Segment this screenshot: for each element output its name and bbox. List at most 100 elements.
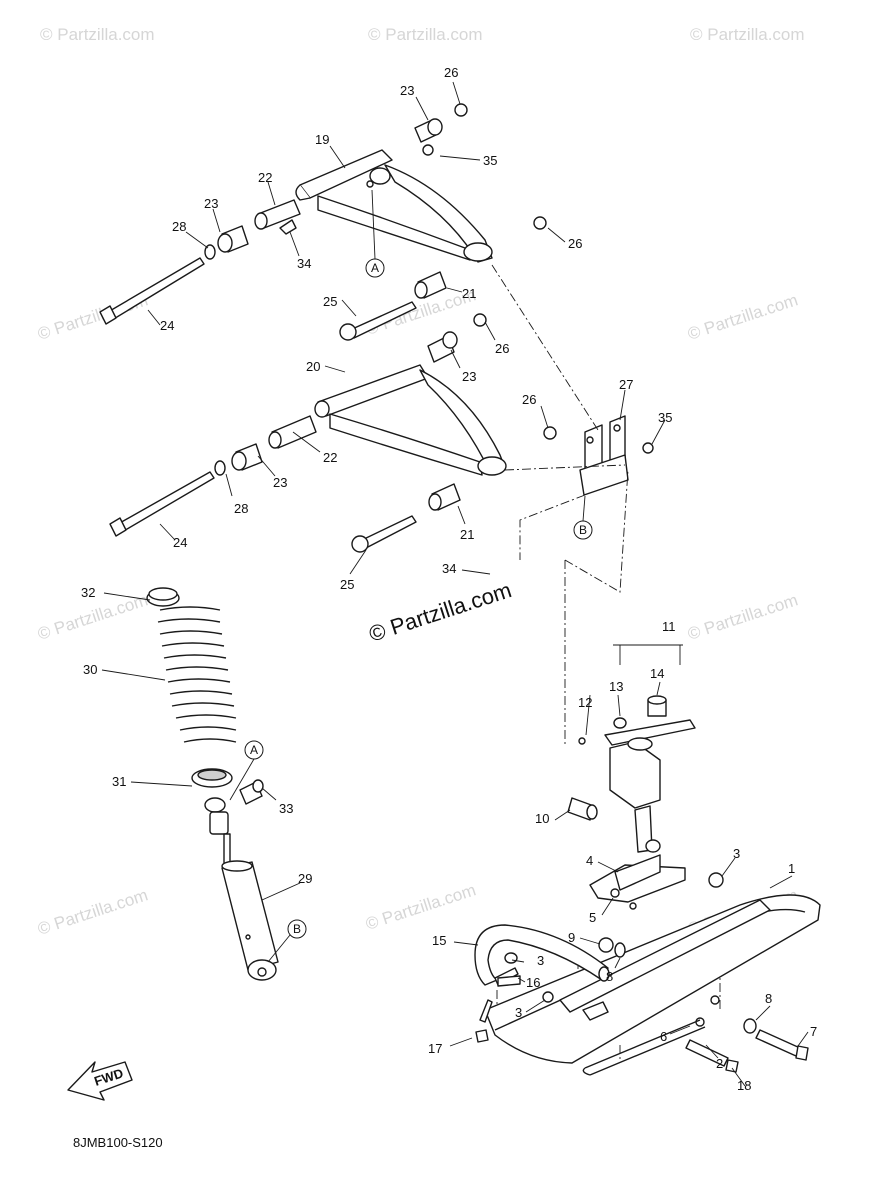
ref-marker-b-lower: B: [287, 919, 307, 939]
ski-1[interactable]: [484, 894, 821, 1064]
nut-35-upper: [422, 144, 434, 156]
ski-mount-4[interactable]: [589, 854, 724, 910]
callout-9: 9: [568, 930, 575, 945]
callout-12: 12: [578, 695, 592, 710]
callout-8: 8: [606, 969, 613, 984]
callout-26: 26: [568, 236, 582, 251]
watermark: © Partzilla.com: [363, 880, 478, 933]
callout-19: 19: [315, 132, 329, 147]
center-watermark: © Partzilla.com: [366, 577, 515, 647]
callout-28: 28: [172, 219, 186, 234]
bolt-5: [610, 888, 620, 898]
bushing-10: [567, 797, 598, 821]
callout-35: 35: [483, 153, 497, 168]
callout-18: 18: [737, 1078, 751, 1093]
svg-text:A: A: [250, 743, 258, 757]
callout-7: 7: [810, 1024, 817, 1039]
callout-24: 24: [173, 535, 187, 550]
callout-24: 24: [160, 318, 174, 333]
watermark: © Partzilla.com: [35, 885, 150, 938]
bolt-7: [755, 1029, 801, 1057]
callout-26: 26: [444, 65, 458, 80]
callout-15: 15: [432, 933, 446, 948]
watermark: © Partzilla.com: [368, 25, 483, 44]
washer-9: [598, 937, 614, 953]
callout-32: 32: [81, 585, 95, 600]
callout-23: 23: [273, 475, 287, 490]
washer-28-upper: [204, 244, 216, 260]
bolt-25-lower: [361, 515, 417, 549]
callout-33: 33: [279, 801, 293, 816]
upper-a-arm[interactable]: [295, 149, 493, 263]
collar-33: [239, 779, 264, 805]
callout-6: 6: [660, 1029, 667, 1044]
callout-23: 23: [400, 83, 414, 98]
svg-text:A: A: [371, 261, 379, 275]
callout-29: 29: [298, 871, 312, 886]
callout-22: 22: [258, 170, 272, 185]
nut-3-top: [708, 872, 724, 888]
washer-8-lower: [743, 1018, 757, 1034]
callout-23: 23: [462, 369, 476, 384]
nut-26-lower-right: [543, 426, 557, 440]
callout-10: 10: [535, 811, 549, 826]
bolt-6: [695, 1017, 705, 1027]
callout-3: 3: [733, 846, 740, 861]
spring-30[interactable]: [157, 606, 237, 743]
svg-text:B: B: [293, 922, 301, 936]
callout-8: 8: [765, 991, 772, 1006]
svg-text:B: B: [579, 523, 587, 537]
callout-25: 25: [340, 577, 354, 592]
callout-21: 21: [460, 527, 474, 542]
callout-1: 1: [788, 861, 795, 876]
nut-3-handle: [504, 952, 518, 964]
nut-3-lower: [542, 991, 554, 1003]
callout-26: 26: [522, 392, 536, 407]
watermark: © Partzilla.com: [690, 25, 805, 44]
callout-22: 22: [323, 450, 337, 465]
lower-a-arm[interactable]: [314, 364, 507, 476]
callout-17: 17: [428, 1041, 442, 1056]
ref-marker-b-upper: B: [573, 520, 593, 540]
callout-31: 31: [112, 774, 126, 789]
bolt-34-upper: [279, 219, 297, 235]
callout-30: 30: [83, 662, 97, 677]
washer-8-upper: [614, 942, 626, 958]
ref-marker-a-lower: A: [244, 740, 264, 760]
callout-27: 27: [619, 377, 633, 392]
spindle-assembly[interactable]: [578, 695, 696, 853]
wear-bar-2: [584, 1019, 706, 1076]
nut-35-lower: [642, 442, 654, 454]
leader-lines: [101, 81, 809, 1087]
watermark: © Partzilla.com: [685, 290, 800, 343]
lower-hardware: [109, 313, 654, 553]
watermark: © Partzilla.com: [40, 25, 155, 44]
callout-13: 13: [609, 679, 623, 694]
callout-21: 21: [462, 286, 476, 301]
callout-3: 3: [515, 1005, 522, 1020]
bolt-24-lower: [117, 471, 215, 533]
fwd-arrow: FWD: [67, 1061, 133, 1101]
upper-hardware: [99, 103, 547, 341]
spindle-bracket[interactable]: [579, 415, 629, 496]
callout-2: 2: [716, 1056, 723, 1071]
callout-4: 4: [586, 853, 593, 868]
callout-34: 34: [442, 561, 456, 576]
callout-25: 25: [323, 294, 337, 309]
callout-35: 35: [658, 410, 672, 425]
shock-absorber-29[interactable]: [204, 797, 279, 981]
callout-23: 23: [204, 196, 218, 211]
callout-3: 3: [537, 953, 544, 968]
callout-11: 11: [662, 619, 676, 634]
watermark: © Partzilla.com: [685, 590, 800, 643]
nut-13: [613, 717, 627, 729]
nut-26-top: [454, 103, 468, 117]
callout-16: 16: [526, 975, 540, 990]
callout-20: 20: [306, 359, 320, 374]
bolt-24-upper: [107, 257, 205, 321]
spring-seat-32: [146, 587, 180, 607]
callout-labels: 26 23 19 35 22 23 28 26 34 21 25 24 26 2…: [81, 65, 817, 1093]
screw-17: [475, 1029, 489, 1043]
ski-hardware: [475, 937, 809, 1076]
